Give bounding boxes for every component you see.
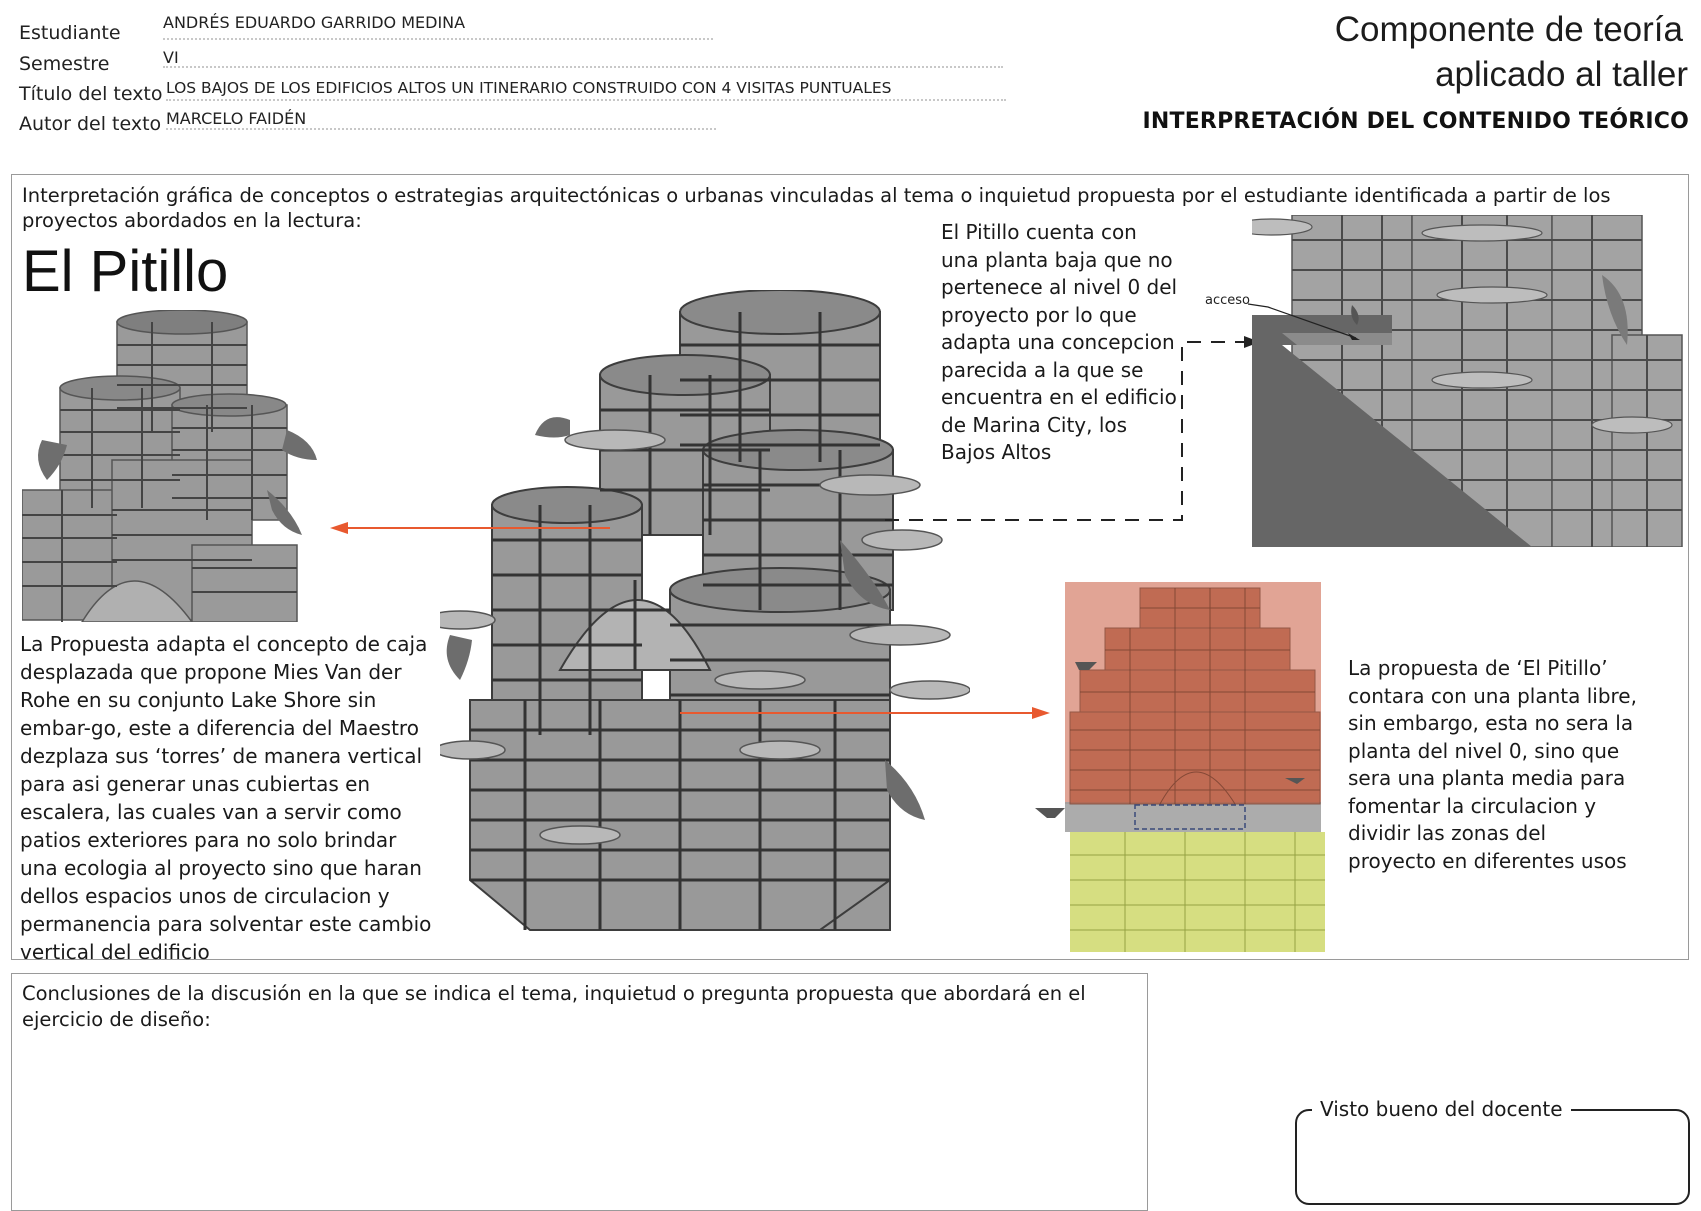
access-pointer-line [1248,303,1360,340]
project-heading: El Pitillo [22,239,229,304]
conclusions-panel [11,973,1148,1211]
approval-label: Visto bueno del docente [1312,1097,1571,1121]
central-building-model [440,290,970,931]
value-titulo: LOS BAJOS DE LOS EDIFICIOS ALTOS UN ITIN… [166,79,892,97]
divider-semestre [163,66,1003,68]
value-autor: MARCELO FAIDÉN [166,109,307,128]
note-planta-baja: El Pitillo cuenta con una planta baja qu… [941,220,1178,464]
title-line-2: aplicado al taller [1435,55,1688,94]
arrow-to-thumbnail [330,522,610,534]
approval-box[interactable] [1295,1109,1690,1205]
divider-titulo [166,99,1006,101]
divider-autor [166,128,716,130]
panel-intro: Interpretación gráfica de conceptos o es… [22,184,1611,232]
access-label: acceso [1205,293,1250,308]
note-caja-desplazada: La Propuesta adapta el concepto de caja … [20,632,432,964]
label-titulo: Título del texto [19,83,163,105]
arrow-to-section [680,707,1050,719]
left-building-thumbnail [22,310,332,622]
label-autor: Autor del texto [19,113,162,135]
value-estudiante: ANDRÉS EDUARDO GARRIDO MEDINA [163,13,466,32]
page-subtitle: INTERPRETACIÓN DEL CONTENIDO TEÓRICO [1142,109,1689,134]
value-semestre: VI [163,48,179,67]
access-detail-image [1252,215,1684,547]
section-zoning-diagram [1035,582,1325,952]
title-line-1: Componente de teoría [1334,10,1683,49]
note-planta-libre: La propuesta de ‘El Pitillo’ contara con… [1348,656,1637,873]
divider-estudiante [163,38,713,40]
label-semestre: Semestre [19,53,110,75]
conclusions-prompt: Conclusiones de la discusión en la que s… [22,982,1086,1031]
label-estudiante: Estudiante [19,22,121,44]
